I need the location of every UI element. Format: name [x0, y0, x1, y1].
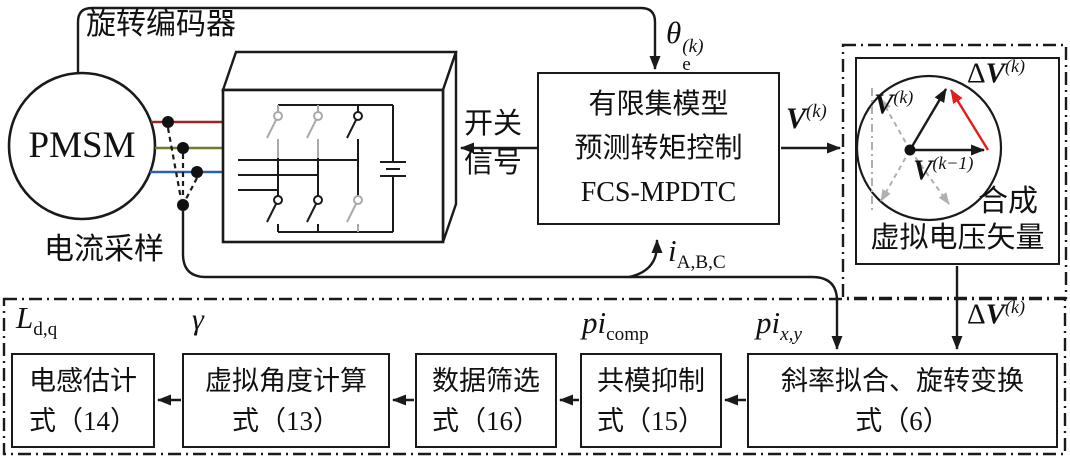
- lower-switch-leg1: [266, 195, 283, 232]
- vector-caption-top: 合成: [978, 185, 1038, 218]
- candidate-vector-upleft: [880, 98, 911, 151]
- pmsm-label: PMSM: [28, 125, 136, 166]
- pmsm-circle: [7, 71, 157, 221]
- vector-origin-dot: [904, 144, 916, 156]
- vector-caption-bottom: 虚拟电压矢量: [870, 222, 1045, 254]
- pi-xy-label: pix,y: [756, 305, 802, 346]
- v-k-inner-label: V(k): [874, 87, 914, 121]
- tap-dot-common: [177, 199, 189, 211]
- theta-e-k-label: θ(k)e: [666, 15, 704, 75]
- vector-circle: [855, 74, 1003, 222]
- block-virtual-angle-calc: 虚拟角度计算 式（13）: [182, 353, 390, 448]
- i-abc-label: iA,B,C: [668, 233, 726, 274]
- virtual-vector-box: [855, 57, 1060, 265]
- pi-comp-label: picomp: [582, 305, 649, 346]
- v-km1-label: V(k−1): [913, 153, 974, 187]
- v-k-vector: [908, 88, 948, 151]
- candidate-vector-downleft: [880, 149, 911, 202]
- fcs-mpdtc-block: 有限集模型 预测转矩控制 FCS-MPDTC: [537, 72, 780, 225]
- encoder-feedback-wire: [76, 6, 661, 73]
- voltage-vector-illustration: [855, 74, 1003, 222]
- block-slope-fit-rotation: 斜率拟合、旋转变换 式（6）: [747, 353, 1058, 448]
- gamma-label: γ: [192, 303, 204, 336]
- upper-switch-leg3: [346, 105, 363, 158]
- inverter-front-face: [221, 88, 445, 244]
- tap-dot-c: [191, 166, 203, 178]
- inverter-illustration: [221, 50, 458, 244]
- tap-dot-b: [177, 142, 189, 154]
- delta-v-inner-label: ΔV(k): [967, 56, 1025, 90]
- upper-switch-leg1: [266, 105, 283, 158]
- dc-source-symbol: [380, 161, 406, 177]
- block-common-mode-suppression: 共模抑制 式（15）: [580, 353, 722, 448]
- lower-switch-leg2: [306, 195, 323, 232]
- switch-signal-label: 开关 信号: [463, 108, 522, 179]
- tap-dot-a: [162, 116, 174, 128]
- encoder-label: 旋转编码器: [86, 8, 236, 41]
- block-inductance-estimation: 电感估计 式（14）: [11, 353, 155, 448]
- current-sampling-label: 电流采样: [44, 233, 164, 266]
- l-dq-label: Ld,q: [16, 300, 58, 341]
- current-to-controller-branch: [628, 239, 663, 279]
- delta-v-vector: [949, 89, 990, 151]
- upper-switch-leg2: [306, 105, 323, 158]
- inverter-top-face: [221, 50, 458, 92]
- candidate-vector-downright: [909, 149, 950, 205]
- lower-switch-leg3: [346, 195, 363, 232]
- v-k-label: V(k): [786, 101, 827, 135]
- estimation-region-border: [2, 297, 1067, 456]
- sampled-current-wire: [181, 211, 843, 350]
- current-sampling-taps: [162, 116, 203, 211]
- delta-v-outer-label: ΔV(k): [967, 297, 1025, 331]
- block-data-filtering: 数据筛选 式（16）: [415, 353, 557, 448]
